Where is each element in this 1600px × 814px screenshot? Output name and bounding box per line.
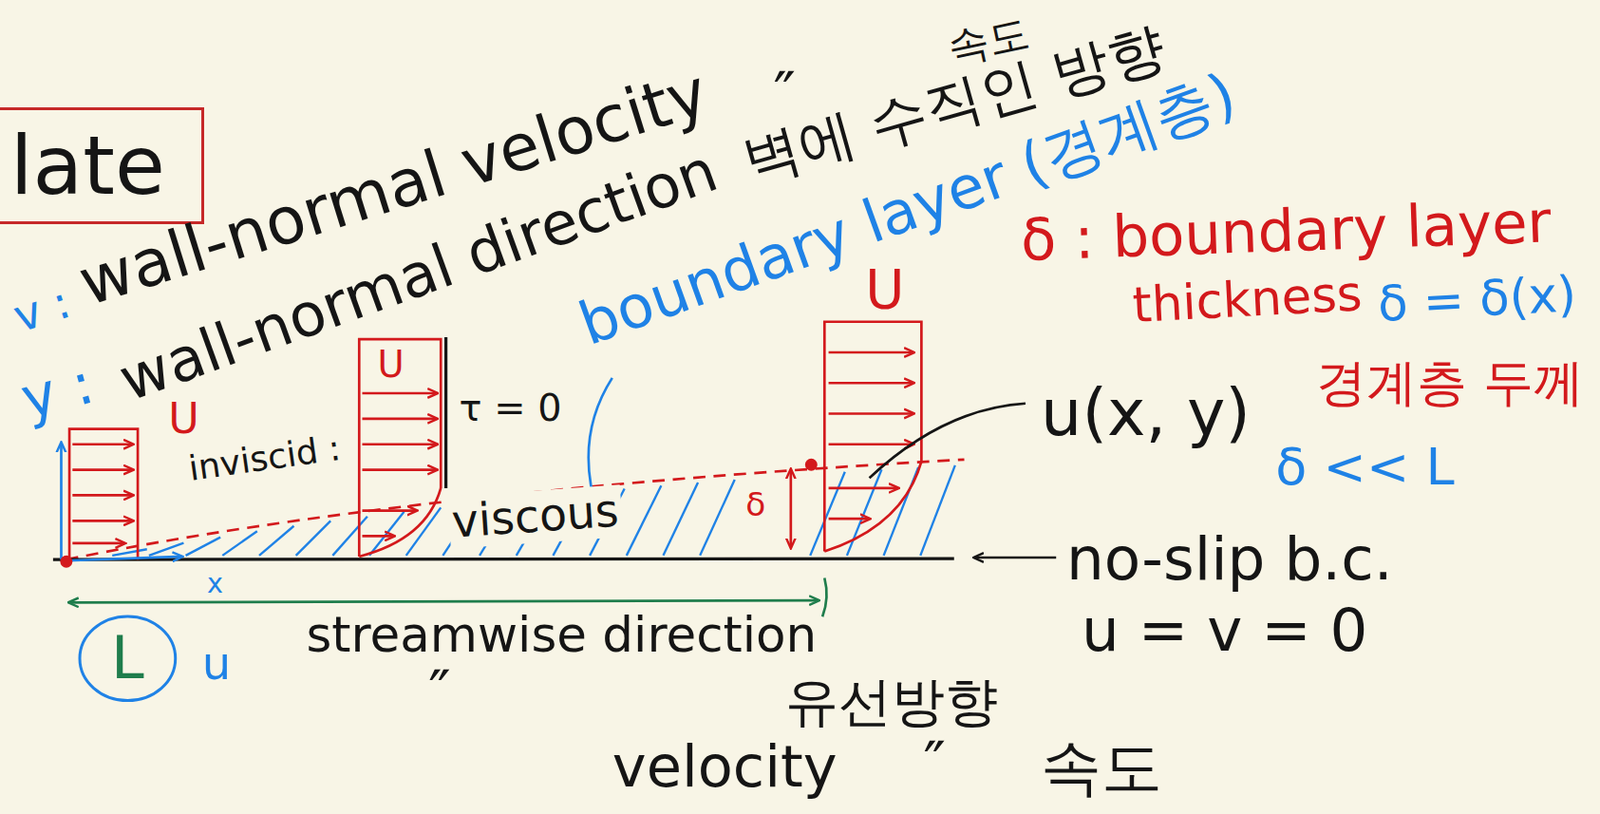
velocity-label: U [168,394,200,443]
boundary-layer-profile [358,488,441,557]
definition-text: streamwise direction [305,606,817,663]
length-tick [822,577,827,617]
circle-outline [79,616,176,701]
velocity-arrow [828,351,914,355]
thickness-arrow [789,470,792,548]
hatch-line [369,511,405,556]
formula-text: τ = 0 [459,386,563,431]
dimension-label: δ [742,486,769,525]
definition-text: velocity [612,734,838,801]
leader-line [869,403,1026,478]
edge-dot [805,458,818,471]
definition-text: thickness [1130,265,1363,334]
velocity-label: U [377,343,405,386]
hatch-line [847,469,883,556]
circled-symbol: L [77,614,178,703]
hatch-line [222,530,258,556]
axis-label: x [204,567,226,600]
velocity-profile [69,429,138,561]
region-label: inviscid : [186,428,343,490]
node-text: late [10,120,166,211]
formula-text: u = v = 0 [1081,596,1368,665]
y-axis-arrow [59,443,63,561]
ditto-mark: ″ [923,728,947,798]
formula-text: δ = δ(x) [1375,265,1578,333]
velocity-arrow [72,493,132,497]
leader-line [588,377,613,490]
velocity-arrow [72,442,132,446]
korean-text: 경계층 두께 [1316,353,1584,413]
velocity-arrow [828,381,914,385]
velocity-arrow [828,517,870,521]
korean-text: 유선방향 [785,671,998,734]
hatch-line [626,485,662,556]
velocity-arrow [828,442,914,446]
velocity-arrow [828,412,914,415]
ditto-mark: ″ [428,657,452,727]
title-box: late [0,107,205,226]
x-axis-arrow [67,556,182,561]
pointer-arrow [974,556,1056,560]
leading-edge-dot [59,555,73,568]
length-arrow [69,600,819,603]
hatch-line [809,471,846,556]
velocity-arrow [361,468,436,471]
velocity-arrow [72,542,125,546]
velocity-arrow [72,468,132,471]
node-text: L [111,625,145,692]
hatch-line [920,465,956,556]
hatch-line [259,526,295,556]
hatch-line [332,516,368,556]
velocity-arrow [361,508,416,512]
velocity-profile [824,321,922,552]
velocity-arrow [828,487,899,490]
region-label: viscous [447,484,623,548]
hatch-line [149,543,185,556]
velocity-profile [358,338,441,557]
function-label: u(x, y) [1040,376,1251,452]
velocity-arrow [361,392,436,396]
hatch-line [663,482,699,556]
velocity-arrow [361,442,436,446]
symbol-label: v : [7,276,77,343]
inviscid-marker-line [444,337,448,489]
symbol-label: y : [14,350,100,433]
velocity-arrow [72,519,132,523]
hatch-line [296,520,332,555]
definition-text: δ : boundary layer [1018,188,1552,273]
condition-label: no-slip b.c. [1066,525,1393,594]
velocity-arrow [361,534,394,538]
korean-text: 속도 [1040,732,1163,803]
formula-text: δ << L [1275,437,1454,497]
velocity-label: U [865,260,904,322]
hatch-line [699,479,735,556]
flat-plate [53,558,955,560]
hatch-line [186,537,222,556]
symbol-label: u [202,637,232,690]
velocity-arrow [361,417,436,421]
